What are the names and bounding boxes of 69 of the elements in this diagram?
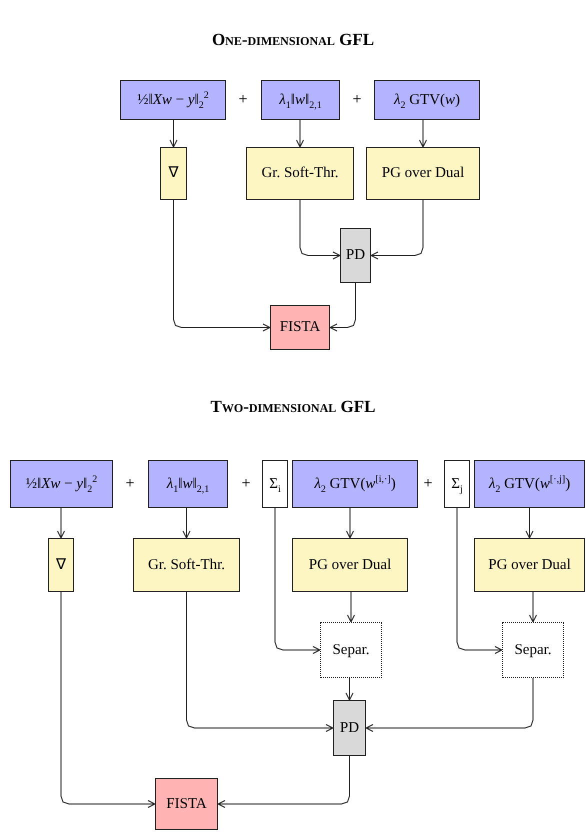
operator-symbol: + — [238, 91, 248, 109]
separation-box — [320, 622, 382, 678]
box-label: Separ. — [514, 642, 552, 658]
operator-symbol: + — [352, 91, 362, 109]
box-label: ∇ — [56, 556, 66, 574]
separation-box — [502, 622, 564, 678]
operator-box — [292, 538, 408, 592]
arrow — [300, 200, 340, 260]
section-title: Two-dimensional GFL — [210, 397, 376, 417]
arrow — [173, 200, 270, 332]
box-label: PD — [346, 247, 366, 264]
box-label: Gr. Soft-Thr. — [148, 556, 226, 574]
arrow — [366, 678, 534, 732]
box-label: ∇ — [168, 165, 178, 182]
operator-box — [48, 538, 74, 592]
formula-box — [374, 80, 480, 120]
box-label: FISTA — [280, 319, 320, 336]
formula-box — [120, 80, 226, 120]
operator-symbol: + — [125, 475, 135, 493]
arrow — [529, 592, 537, 622]
diagram-title: One-dimensional GFL — [212, 30, 374, 50]
arrow — [330, 282, 356, 332]
box-label: λ$_{2}$ GTV(w$^{[i,·]}$) — [314, 476, 396, 492]
box-label: FISTA — [166, 796, 207, 812]
formula-box — [10, 460, 113, 508]
box-label: PG over Dual — [488, 556, 571, 574]
arrow — [60, 592, 156, 808]
formula-box — [148, 460, 228, 508]
arrow — [347, 592, 355, 622]
operator-box — [246, 147, 354, 200]
operator-box — [133, 538, 240, 592]
arrow — [419, 120, 427, 148]
arrow — [346, 678, 354, 700]
arrow — [274, 508, 320, 654]
sum-box — [444, 460, 470, 508]
box-label: λ$_{1}$‖w‖$_{2,1}$ — [279, 92, 322, 108]
operator-box — [474, 538, 585, 592]
formula-box — [261, 80, 340, 120]
solver-box — [155, 778, 218, 830]
solver-box — [340, 228, 371, 283]
arrow — [170, 120, 178, 148]
solver-box — [333, 700, 366, 756]
arrow — [186, 592, 334, 732]
operator-symbol: + — [241, 475, 251, 493]
formula-box — [474, 460, 585, 508]
arrow — [370, 200, 424, 260]
box-label: PD — [340, 720, 360, 736]
box-label: λ$_{2}$ GTV(w) — [394, 92, 460, 108]
arrow — [218, 756, 350, 808]
box-label: Separ. — [332, 642, 370, 658]
box-label: λ$_{1}$‖w‖$_{2,1}$ — [166, 476, 210, 492]
box-label: PG over Dual — [308, 556, 392, 574]
box-label: Σ$_{j}$ — [451, 476, 463, 492]
arrow — [57, 508, 65, 538]
arrow — [456, 508, 502, 654]
box-label: PG over Dual — [382, 165, 464, 182]
box-label: Σ$_{i}$ — [269, 476, 281, 492]
arrow — [346, 508, 354, 538]
solver-box — [270, 305, 330, 350]
arrow — [296, 120, 304, 148]
arrow — [182, 508, 190, 538]
operator-box — [160, 147, 187, 200]
sum-box — [262, 460, 288, 508]
operator-symbol: + — [423, 475, 433, 493]
box-label: λ$_{2}$ GTV(w$^{[·,j]}$) — [488, 476, 570, 492]
operator-box — [366, 147, 480, 200]
box-label: Gr. Soft-Thr. — [261, 165, 339, 182]
arrow — [526, 508, 534, 538]
formula-box — [292, 460, 418, 508]
